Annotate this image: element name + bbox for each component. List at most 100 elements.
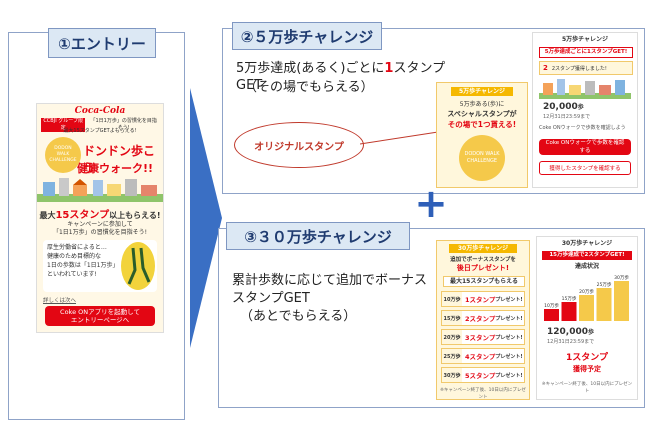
desc-50k-pre: 5万歩達成(あるく)ごとに [236, 61, 385, 76]
phone-50k-step-number: 2 [543, 64, 548, 72]
phone-50k-steps: 20,000歩 [543, 102, 584, 112]
phone-300k-footer: ※キャンペーン終了後、10日以内にプレゼント [541, 382, 633, 394]
walking-legs-illustration [121, 242, 155, 290]
entry-phone-mock: Coca-Cola CCBJI グループ限定 「1日1万歩」の習慣化を目指そう!… [36, 103, 164, 333]
reward-steps: 25万歩 [442, 349, 462, 363]
walking-legs-icon [127, 247, 151, 285]
card-300k-footer: ※キャンペーン終了後、10日以内にプレゼント [440, 388, 526, 400]
card-50k-line-2: スペシャルスタンプが [447, 110, 517, 118]
card-300k-line-3: 最大15スタンプもらえる [443, 276, 525, 287]
desc-50k-post: スタンプGET [236, 61, 446, 93]
challenge-badge-label: DODON WALK CHALLENGE [49, 146, 77, 163]
reward-steps: 10万歩 [442, 292, 462, 306]
challenge-300k-header: ③３０万歩チャレンジ [226, 222, 410, 250]
note-block: 厚生労働省によると… 健康のため目標的な 1日の歩数は「1日1万歩」 といわれて… [43, 240, 157, 292]
phone-300k-result-value: 1スタンプ [566, 353, 608, 363]
phone-50k-stamps-button[interactable]: 獲得したスタンプを確認する [539, 161, 631, 175]
phone-50k-town [539, 79, 631, 99]
plus-icon: + [414, 181, 448, 227]
coca-cola-logo: Coca-Cola [74, 106, 126, 116]
progress-bar-label: 15万歩 [562, 295, 577, 302]
reward-stamps: 1スタンプ [465, 296, 496, 304]
phone-300k-sub: 達成状況 [574, 263, 599, 270]
reward-suffix: プレゼント! [495, 315, 523, 322]
desc-50k-red: 1 [384, 61, 394, 76]
details-link[interactable]: 詳しくは次へ [43, 298, 77, 304]
progress-bar-label: 20万歩 [579, 288, 594, 295]
challenge-badge: DODON WALK CHALLENGE [45, 137, 81, 173]
phone-50k-steps-unit: 歩 [577, 104, 584, 111]
phone-50k-banner: 5万歩達成ごとに1スタンプGET! [539, 47, 633, 58]
phone-300k-steps: 120,000歩 [547, 327, 594, 337]
reward-steps: 15万歩 [442, 311, 462, 325]
card-50k-line-1: 5万歩ある(歩)に [459, 101, 505, 108]
flow-arrow-icon [190, 88, 222, 348]
card-50k-line-3: その場で1つ貰える! [447, 120, 517, 129]
entry-header: ①エントリー [48, 28, 156, 58]
phone-300k-date: 12月31日23:59まで [547, 339, 595, 345]
entry-cta-button[interactable]: Coke ONアプリを起動して エントリーページへ [45, 306, 155, 326]
group-tag: CCBJI グループ限定 「1日1万歩」の習慣化を目指そう! [41, 118, 159, 132]
challenge-300k-desc-3: （あとでもらえる） [240, 309, 357, 324]
progress-bar [579, 295, 594, 321]
card-50k-badge: DODON WALK CHALLENGE [459, 135, 505, 181]
promo-line: 「1日1万歩」の習慣化を目指そう! [90, 118, 157, 131]
challenge-50k-phone: 5万歩チャレンジ 5万歩達成ごとに1スタンプGET! 2 2スタンプ獲得しました… [532, 32, 638, 188]
stamp-line: 最大15スタンプGETよもらえる! [63, 128, 137, 134]
max-stamps-line: 最大15スタンプ以上もらえる! [37, 206, 163, 221]
reward-stamps: 5スタンプ [465, 372, 496, 380]
progress-bar [596, 288, 612, 321]
note-line-1: 厚生労働省によると… [47, 244, 107, 251]
card-300k-line-2: 後日プレゼント! [456, 264, 510, 272]
progress-bar-label: 30万歩 [614, 274, 629, 281]
challenge-300k-desc-1: 累計歩数に応じて追加でボーナス [232, 273, 428, 288]
town-illustration [37, 178, 163, 202]
challenge-300k-card: 30万歩チャレンジ 追加でボーナススタンプを 後日プレゼント! 最大15スタンプ… [436, 240, 530, 400]
max-stamps-value: 15スタンプ [55, 210, 110, 221]
max-stamps-suffix: 以上もらえる! [109, 211, 161, 220]
progress-bar-label: 10万歩 [544, 302, 559, 309]
note-line-2: 健康のため目標的な [47, 253, 102, 260]
phone-300k-banner: 15万歩達成で2スタンプGET! [542, 251, 632, 260]
reward-stamps: 2スタンプ [465, 315, 496, 323]
phone-300k-result-label: 獲得予定 [573, 365, 601, 373]
campaign-line-2: 「1日1万歩」の習慣化を目指そう! [52, 229, 148, 236]
progress-bar-label: 25万歩 [597, 281, 612, 288]
challenge-50k-card: 5万歩チャレンジ 5万歩ある(歩)に スペシャルスタンプが その場で1つ貰える!… [436, 82, 528, 188]
progress-bar [614, 281, 629, 321]
phone-50k-steps-value: 20,000 [543, 102, 578, 112]
phone-300k-title: 30万歩チャレンジ [561, 240, 613, 247]
challenge-300k-desc-2: スタンプGET [232, 291, 310, 306]
reward-stamps: 3スタンプ [465, 334, 496, 342]
title-sub: 健康ウォーク!! [77, 162, 154, 175]
phone-50k-walk-button[interactable]: Coke ONウォークで歩数を確認する [539, 139, 631, 155]
group-tag-label: CCBJI グループ限定 [41, 118, 86, 132]
phone-50k-title: 5万歩チャレンジ [561, 36, 609, 43]
card-300k-line-1: 追加でボーナススタンプを [450, 257, 516, 263]
max-stamps-prefix: 最大 [39, 211, 56, 220]
note-line-4: といわれています! [47, 271, 97, 278]
phone-50k-date: 12月31日23:59まで [543, 114, 591, 120]
original-stamp-callout: オリジナルスタンプ [234, 122, 364, 168]
reward-steps: 20万歩 [442, 330, 462, 344]
challenge-50k-desc: 5万歩達成(あるく)ごとに1スタンプGET [236, 60, 466, 94]
phone-50k-note: Coke ONウォークで歩数を確認しよう [539, 125, 626, 131]
phone-50k-step-text: 2スタンプ獲得しました! [551, 65, 607, 72]
challenge-50k-header: ②５万歩チャレンジ [232, 22, 382, 50]
campaign-line-1: キャンペーンに参加して [67, 221, 133, 228]
phone-300k-steps-unit: 歩 [588, 329, 595, 336]
note-line-3: 1日の歩数は「1日1万歩」 [47, 262, 119, 269]
reward-suffix: プレゼント! [495, 353, 523, 360]
title-main: ドンドン歩こう [83, 144, 156, 175]
reward-suffix: プレゼント! [495, 334, 523, 341]
phone-50k-step-row: 2 2スタンプ獲得しました! [539, 61, 633, 75]
reward-suffix: プレゼント! [495, 296, 523, 303]
reward-steps: 30万歩 [442, 368, 462, 382]
card-50k-badge-label: DODON WALK CHALLENGE [464, 151, 500, 164]
progress-bar [561, 302, 577, 321]
